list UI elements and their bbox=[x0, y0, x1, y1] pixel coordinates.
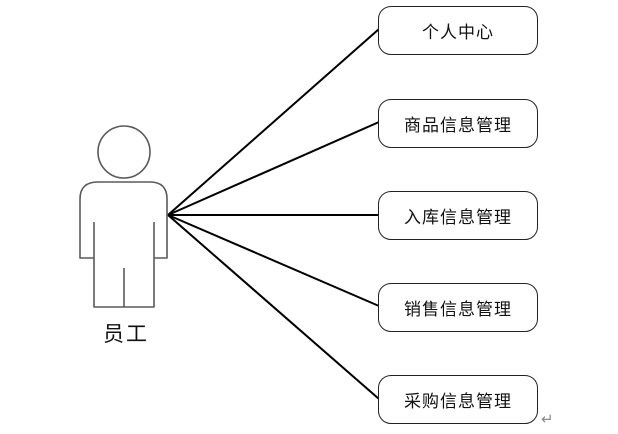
connector-line-4 bbox=[167, 214, 380, 307]
actor-label: 员工 bbox=[103, 322, 149, 346]
paragraph-return-mark: ↵ bbox=[541, 410, 554, 428]
usecase-personal-center: 个人中心 bbox=[378, 6, 538, 55]
person-icon bbox=[79, 125, 168, 308]
connector-line-5 bbox=[167, 214, 380, 400]
usecase-purchase-info-management: 采购信息管理 bbox=[378, 375, 538, 424]
usecase-sales-info-management: 销售信息管理 bbox=[378, 283, 538, 332]
usecase-inbound-info-management: 入库信息管理 bbox=[378, 191, 538, 240]
connector-line-2 bbox=[167, 121, 380, 216]
connector-line-1 bbox=[167, 28, 380, 216]
usecase-product-info-management: 商品信息管理 bbox=[378, 99, 538, 148]
connector-lines bbox=[167, 28, 380, 400]
